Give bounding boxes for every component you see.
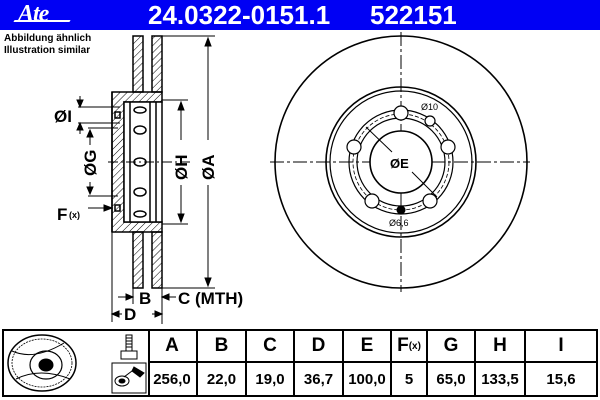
- note-english: Illustration similar: [4, 45, 91, 56]
- label-d: D: [124, 305, 136, 324]
- label-f: F: [57, 205, 67, 224]
- label-b: B: [139, 289, 151, 308]
- header-bar: Ate 24.0322-0151.1 522151: [0, 0, 600, 30]
- label-f-sub: (x): [69, 210, 80, 220]
- col-a: A 256,0: [148, 331, 198, 395]
- header-d: D: [295, 331, 342, 363]
- value-a: 256,0: [153, 370, 191, 388]
- header-f-sub: (x): [408, 340, 421, 352]
- label-dia-a: ØA: [199, 155, 218, 181]
- header-b: B: [198, 331, 245, 363]
- header-h: H: [476, 331, 524, 363]
- thumbnail-cell: [4, 331, 150, 395]
- col-i: I 15,6: [526, 331, 596, 395]
- ate-logo: Ate: [18, 1, 49, 27]
- header-f-label: F: [397, 335, 409, 356]
- col-d: D 36,7: [295, 331, 344, 395]
- reference-number: 522151: [370, 0, 457, 30]
- label-hole-10: Ø10: [421, 102, 438, 112]
- value-g: 65,0: [436, 370, 466, 388]
- col-e: E 100,0: [344, 331, 392, 395]
- col-b: B 22,0: [198, 331, 247, 395]
- dimensions-table: A 256,0 B 22,0 C 19,0 D 36,7 E 100,0 F(x…: [2, 329, 598, 397]
- value-d: 36,7: [303, 370, 334, 388]
- cross-section-view: [111, 35, 163, 289]
- header-f: F(x): [392, 331, 426, 363]
- header-e: E: [344, 331, 390, 363]
- label-dia-h: ØH: [172, 155, 191, 181]
- value-b: 22,0: [206, 370, 237, 388]
- header-a: A: [148, 331, 196, 363]
- brake-disc-thumbnail-icon: [7, 334, 77, 392]
- label-hole-6-6: Ø6,6: [389, 218, 409, 228]
- col-f: F(x) 5: [392, 331, 428, 395]
- value-f: 5: [404, 370, 414, 388]
- col-g: G 65,0: [428, 331, 476, 395]
- header-g: G: [428, 331, 474, 363]
- note-german: Abbildung ähnlich: [4, 33, 92, 44]
- label-c: C (MTH): [178, 289, 243, 308]
- value-e: 100,0: [348, 370, 386, 388]
- label-dia-e: ØE: [390, 156, 409, 171]
- cleaning-spray-icon: [111, 362, 147, 394]
- header-c: C: [247, 331, 293, 363]
- dimension-lines: [76, 35, 215, 324]
- col-h: H 133,5: [476, 331, 526, 395]
- value-c: 19,0: [255, 370, 285, 388]
- front-view: [270, 32, 530, 292]
- value-i: 15,6: [546, 370, 576, 388]
- part-number: 24.0322-0151.1: [148, 0, 331, 30]
- technical-drawing: ØI ØG ØH ØA F (x) B C (MTH) D ØE Ø10 Ø6,: [54, 32, 530, 324]
- col-c: C 19,0: [247, 331, 295, 395]
- label-dia-i: ØI: [54, 107, 72, 126]
- bolt-icon: [120, 334, 138, 360]
- label-dia-g: ØG: [81, 150, 100, 176]
- illustration-note: Abbildung ähnlich Illustration similar: [4, 33, 91, 57]
- value-h: 133,5: [481, 370, 519, 388]
- header-i: I: [526, 331, 596, 363]
